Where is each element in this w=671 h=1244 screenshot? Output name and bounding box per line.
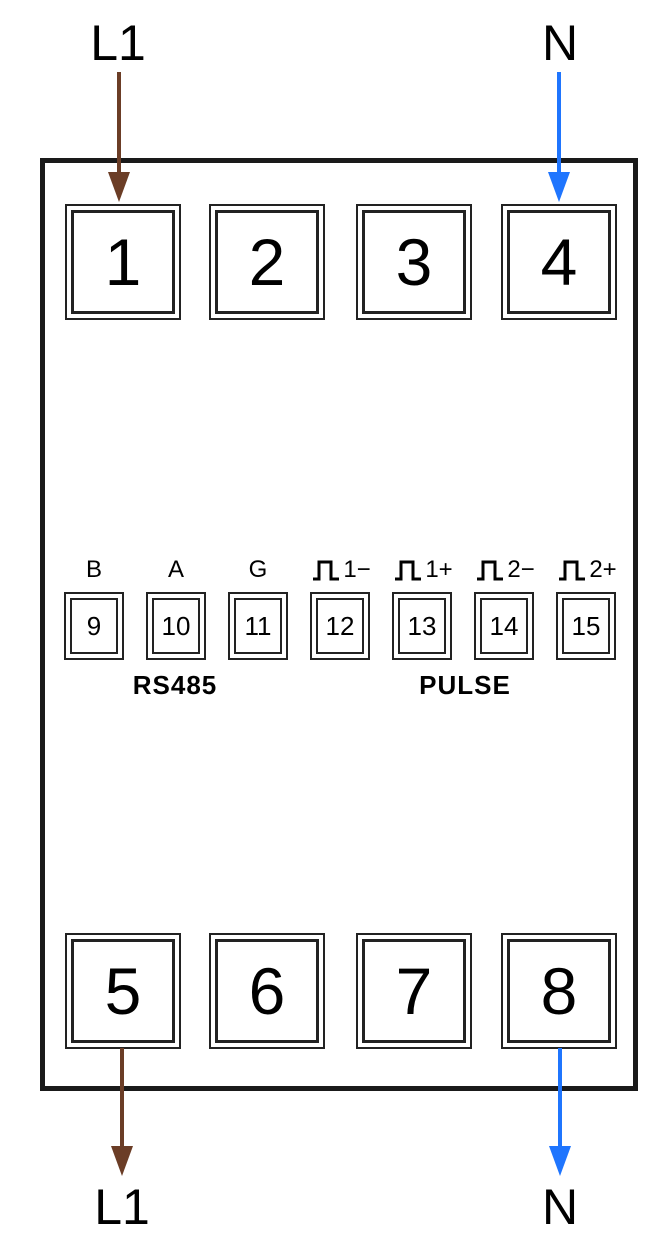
wire-n-in	[548, 72, 570, 202]
label-a: A	[167, 556, 184, 583]
label-pulse-2-plus-text: 2+	[589, 556, 617, 583]
label-pulse-1-plus-text: 1+	[425, 556, 453, 583]
pulse-icon	[395, 560, 422, 581]
terminal-13-number: 13	[398, 598, 446, 654]
terminal-10-number: 10	[152, 598, 200, 654]
terminal-14: 14	[474, 592, 534, 660]
pulse-icon	[559, 560, 586, 581]
wire-n-out	[549, 1048, 571, 1176]
terminal-8-number: 8	[507, 939, 611, 1043]
label-pulse-1-minus: 1−	[302, 556, 380, 584]
label-g: G	[248, 556, 268, 583]
label-pulse-1-plus: 1+	[384, 556, 462, 584]
terminal-6: 6	[209, 933, 325, 1049]
terminal-14-number: 14	[480, 598, 528, 654]
label-pulse-2-plus: 2+	[548, 556, 626, 584]
label-pulse-2-minus-text: 2−	[507, 556, 535, 583]
wire-label-bottom-l1: L1	[94, 1179, 150, 1235]
terminal-3: 3	[356, 204, 472, 320]
label-pulse-2-minus: 2−	[466, 556, 544, 584]
wire-label-top-l1: L1	[90, 15, 146, 71]
terminal-4: 4	[501, 204, 617, 320]
group-label-pulse: PULSE	[419, 670, 511, 700]
terminal-11: 11	[228, 592, 288, 660]
terminal-8: 8	[501, 933, 617, 1049]
terminal-12: 12	[310, 592, 370, 660]
terminal-11-number: 11	[234, 598, 282, 654]
terminal-12-number: 12	[316, 598, 364, 654]
terminal-5: 5	[65, 933, 181, 1049]
terminal-2-number: 2	[215, 210, 319, 314]
pulse-icon	[477, 560, 504, 581]
wire-l1-in	[108, 72, 130, 202]
terminal-1-number: 1	[71, 210, 175, 314]
wire-label-top-n: N	[541, 15, 579, 71]
wire-label-bottom-n: N	[541, 1179, 579, 1235]
terminal-6-number: 6	[215, 939, 319, 1043]
terminal-3-number: 3	[362, 210, 466, 314]
label-pulse-1-minus-text: 1−	[343, 556, 371, 583]
pulse-icon	[313, 560, 340, 581]
terminal-7-number: 7	[362, 939, 466, 1043]
terminal-1: 1	[65, 204, 181, 320]
label-b: B	[85, 556, 102, 583]
terminal-7: 7	[356, 933, 472, 1049]
terminal-13: 13	[392, 592, 452, 660]
terminal-5-number: 5	[71, 939, 175, 1043]
wire-l1-out	[111, 1048, 133, 1176]
terminal-9-number: 9	[70, 598, 118, 654]
terminal-4-number: 4	[507, 210, 611, 314]
terminal-2: 2	[209, 204, 325, 320]
group-label-rs485: RS485	[132, 670, 218, 700]
terminal-10: 10	[146, 592, 206, 660]
terminal-15-number: 15	[562, 598, 610, 654]
terminal-15: 15	[556, 592, 616, 660]
terminal-9: 9	[64, 592, 124, 660]
